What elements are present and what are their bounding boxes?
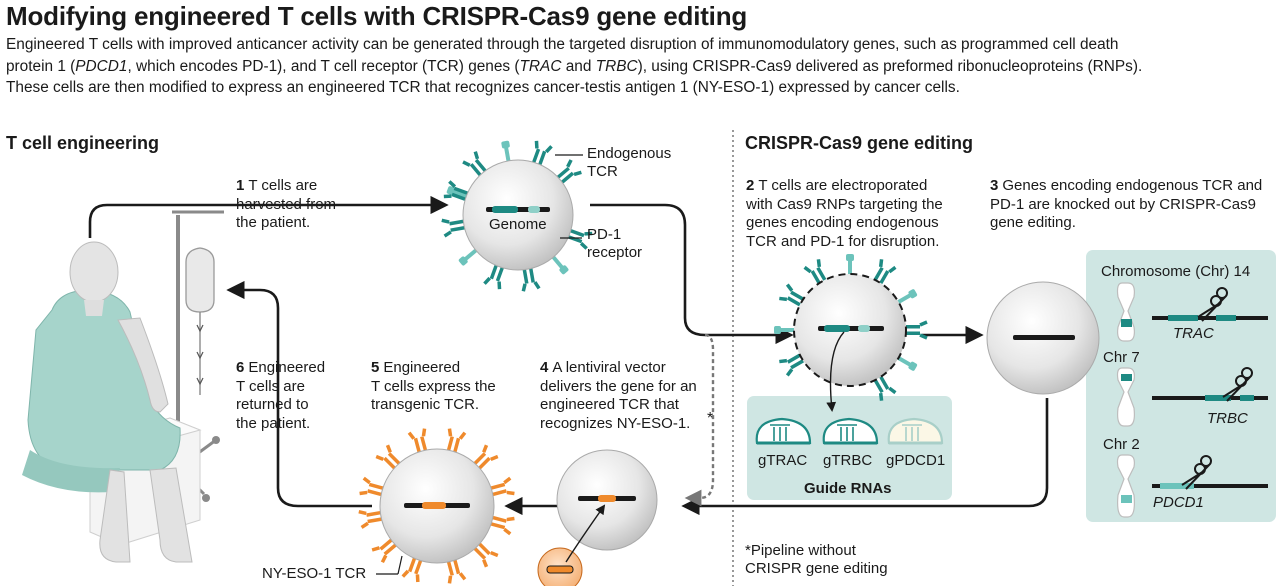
tcr-receptor-icon bbox=[490, 515, 515, 536]
tcr-receptor-icon bbox=[532, 140, 553, 166]
tcr-receptor-icon bbox=[359, 476, 384, 497]
guide-label-trbc: gTRBC bbox=[823, 452, 873, 469]
pd1-receptor-icon bbox=[501, 140, 511, 162]
tcr-receptor-icon bbox=[473, 542, 499, 568]
tcr-receptor-icon bbox=[446, 428, 467, 453]
cell-harvested bbox=[441, 140, 593, 292]
arrow-harvest bbox=[88, 195, 449, 238]
tcr-receptor-icon bbox=[375, 444, 401, 470]
tcr-receptor-icon bbox=[490, 476, 515, 497]
chromosome-7-label: Chr 7 bbox=[1103, 349, 1140, 366]
tcr-receptor-icon bbox=[779, 283, 805, 307]
scissors-icon bbox=[1181, 455, 1212, 490]
chromosome-14-label: Chromosome (Chr) 14 bbox=[1101, 263, 1251, 280]
tcr-receptor-icon bbox=[462, 151, 487, 177]
scissors-icon bbox=[1197, 287, 1228, 322]
intro-paragraph: Engineered T cells with improved antican… bbox=[6, 34, 1276, 99]
tcr-receptor-icon bbox=[521, 268, 541, 292]
tcr-receptor-icon bbox=[371, 538, 397, 564]
tcr-receptor-icon bbox=[441, 218, 465, 238]
arrow-pipeline-dashed bbox=[684, 333, 715, 507]
arrow-to-electroporation bbox=[590, 203, 794, 345]
arrow-to-lentiviral bbox=[681, 398, 1049, 516]
gene-label-trac: TRAC bbox=[1173, 325, 1214, 342]
chromosome-art bbox=[1116, 282, 1268, 518]
tcr-receptor-icon bbox=[906, 320, 928, 340]
tcr-receptor-icon bbox=[556, 159, 582, 184]
tcr-receptor-icon bbox=[779, 353, 805, 377]
tcr-receptor-icon bbox=[401, 557, 423, 583]
tcr-receptor-icon bbox=[873, 375, 897, 401]
intro-line-2: protein 1 (PDCD1, which encodes PD-1), a… bbox=[6, 57, 1143, 75]
guide-label-trac: gTRAC bbox=[758, 452, 808, 469]
intro-line-3: These cells are then modified to express… bbox=[6, 79, 960, 96]
pd1-receptor-icon bbox=[446, 186, 468, 199]
label-pd1-receptor: PD-1 receptor bbox=[587, 226, 643, 261]
patient-figure bbox=[22, 241, 202, 563]
pd1-receptor-icon bbox=[774, 326, 794, 334]
cell-electroporated bbox=[774, 254, 928, 412]
label-endogenous-tcr: Endogenous TCR bbox=[587, 145, 672, 180]
cell-knocked-out bbox=[986, 281, 1100, 395]
section-title-crispr: CRISPR-Cas9 gene editing bbox=[745, 133, 974, 153]
pd1-receptor-icon bbox=[897, 356, 918, 371]
arrow-return bbox=[226, 280, 372, 508]
pd1-receptor-icon bbox=[458, 248, 478, 266]
section-title-t-cell-engineering: T cell engineering bbox=[6, 133, 160, 153]
cell-lentiviral bbox=[537, 449, 658, 586]
label-genome: Genome bbox=[489, 216, 547, 233]
gene-label-trbc: TRBC bbox=[1207, 410, 1248, 427]
tcr-receptor-icon bbox=[803, 259, 827, 285]
tcr-receptor-icon bbox=[567, 229, 593, 250]
pd1-receptor-icon bbox=[846, 254, 854, 274]
tcr-receptor-icon bbox=[443, 180, 469, 201]
tcr-receptor-icon bbox=[473, 444, 499, 470]
tcr-receptor-icon bbox=[446, 559, 467, 584]
guide-rnas-title: Guide RNAs bbox=[804, 480, 892, 497]
tcr-receptor-icon bbox=[483, 264, 504, 290]
page-title: Modifying engineered T cells with CRISPR… bbox=[6, 1, 748, 31]
scissors-icon bbox=[1222, 367, 1253, 402]
footnote: *Pipeline without CRISPR gene editing bbox=[745, 542, 888, 577]
guide-label-pdcd1: gPDCD1 bbox=[886, 452, 946, 469]
pd1-receptor-icon bbox=[897, 289, 918, 304]
chromosome-2-label: Chr 2 bbox=[1103, 436, 1140, 453]
tcr-receptor-icon bbox=[407, 428, 428, 453]
guide-rna-icons bbox=[755, 417, 944, 445]
tcr-receptor-icon bbox=[358, 509, 382, 529]
tcr-receptor-icon bbox=[873, 259, 897, 285]
label-ny-eso-tcr: NY-ESO-1 TCR bbox=[262, 565, 367, 582]
intro-line-1: Engineered T cells with improved antican… bbox=[6, 36, 1119, 53]
label-asterisk: * bbox=[707, 410, 714, 427]
cell-engineered bbox=[358, 428, 515, 584]
gene-label-pdcd1: PDCD1 bbox=[1153, 494, 1204, 511]
pd1-receptor-icon bbox=[551, 255, 569, 275]
